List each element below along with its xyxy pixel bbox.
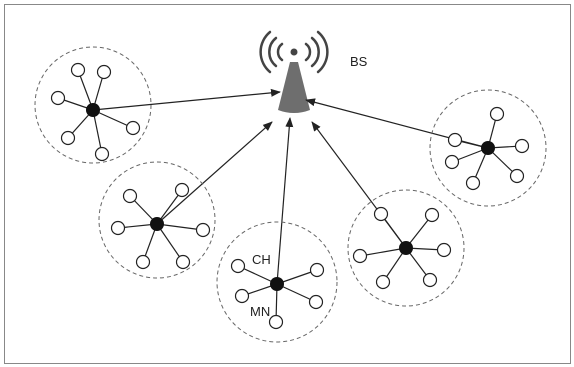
- uplink-arrow-3: [276, 117, 294, 285]
- member-node: [509, 168, 525, 184]
- cluster-head-label: CH: [252, 252, 271, 267]
- cluster-boundary: [429, 89, 547, 207]
- member-node: [94, 146, 110, 162]
- member-node: [309, 262, 325, 278]
- cluster-boundary: [347, 189, 465, 307]
- member-node: [60, 130, 76, 146]
- member-link: [92, 109, 103, 155]
- member-node: [70, 62, 86, 78]
- member-link: [359, 247, 407, 257]
- member-node: [175, 254, 191, 270]
- cluster-4: [347, 189, 465, 307]
- antenna-tower-icon: [278, 62, 310, 113]
- cluster-3: [216, 221, 338, 343]
- cluster-5: [429, 89, 547, 207]
- cluster-head-node: [481, 141, 495, 155]
- member-link: [156, 223, 184, 263]
- member-node: [489, 106, 505, 122]
- member-link: [237, 265, 278, 285]
- member-link: [92, 109, 134, 129]
- signal-waves-icon: [259, 30, 329, 74]
- member-node: [234, 288, 250, 304]
- member-node: [268, 314, 284, 330]
- uplink-arrows: [92, 88, 489, 285]
- member-node: [174, 182, 190, 198]
- member-node: [230, 258, 246, 274]
- member-link: [77, 69, 94, 111]
- member-node: [465, 175, 481, 191]
- member-node: [195, 222, 211, 238]
- member-node: [110, 220, 126, 236]
- cluster-1: [34, 46, 152, 164]
- uplink-arrow-2: [156, 121, 273, 225]
- member-node: [125, 120, 141, 136]
- member-node: [514, 138, 530, 154]
- member-link: [156, 223, 204, 231]
- clusters: [34, 46, 547, 343]
- member-node: [444, 154, 460, 170]
- cluster-head-node: [399, 241, 413, 255]
- cluster-boundary: [98, 161, 216, 279]
- member-node: [122, 188, 138, 204]
- diagram-frame: [4, 4, 571, 364]
- member-node: [375, 274, 391, 290]
- member-node: [424, 207, 440, 223]
- member-node: [50, 90, 66, 106]
- cluster-head-node: [86, 103, 100, 117]
- member-node: [422, 272, 438, 288]
- base-station-label: BS: [350, 54, 368, 69]
- member-node: [447, 132, 463, 148]
- cluster-head-node: [150, 217, 164, 231]
- member-node: [308, 294, 324, 310]
- uplink-arrow-1: [92, 88, 281, 111]
- member-node: [373, 206, 389, 222]
- cluster-boundary: [34, 46, 152, 164]
- member-node: [436, 242, 452, 258]
- member-node: [352, 248, 368, 264]
- cluster-head-node: [270, 277, 284, 291]
- base-station: BS: [259, 30, 368, 113]
- member-node-label: MN: [250, 304, 270, 319]
- member-link: [276, 283, 317, 303]
- cluster-boundary: [216, 221, 338, 343]
- member-node: [96, 64, 112, 80]
- cluster-2: [98, 161, 216, 279]
- member-node: [135, 254, 151, 270]
